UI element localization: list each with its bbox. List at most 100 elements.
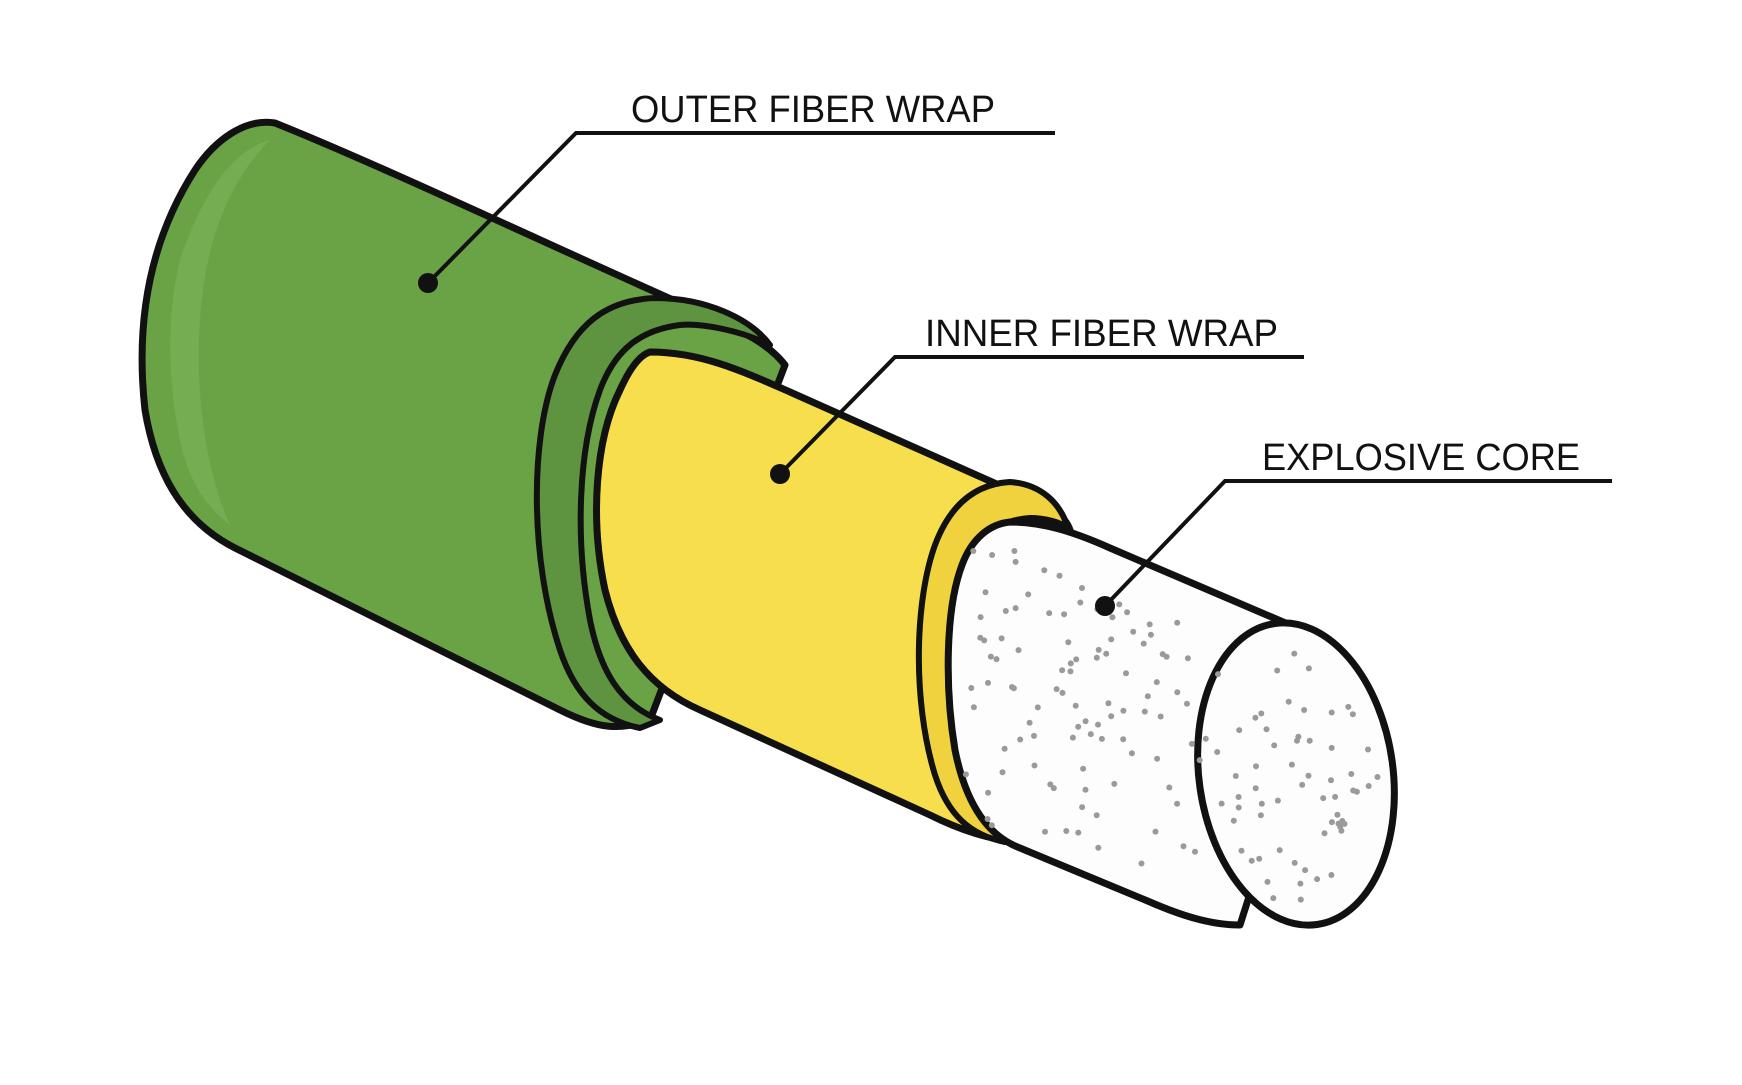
core-speckle (1087, 731, 1094, 738)
core-speckle (1120, 707, 1127, 714)
outer-fiber-wrap-highlight (170, 140, 270, 525)
core-speckle (1056, 572, 1063, 579)
core-speckle (987, 653, 994, 660)
core-speckle (1345, 703, 1352, 710)
core-speckle (1274, 797, 1281, 804)
core-speckle (1274, 667, 1281, 674)
core-speckle (1305, 772, 1312, 779)
core-speckle (1348, 771, 1355, 777)
core-speckle (1232, 773, 1239, 779)
core-speckle (1196, 757, 1203, 764)
core-speckle (985, 679, 991, 686)
explosive-core-label: EXPLOSIVE CORE (1262, 437, 1580, 479)
core-speckle (1075, 829, 1082, 836)
core-speckle (1321, 830, 1328, 837)
core-speckle (1235, 794, 1242, 800)
core-speckle (989, 552, 996, 558)
core-speckle (1095, 721, 1101, 728)
core-speckle (1046, 610, 1053, 617)
core-speckle (1103, 650, 1110, 657)
core-speckle (1218, 800, 1225, 807)
core-speckle (1093, 812, 1100, 819)
core-speckle (1306, 737, 1313, 744)
label-explosive-core: EXPLOSIVE CORE (1095, 437, 1612, 616)
explosive-core-layer (944, 518, 1398, 929)
core-speckle (1152, 828, 1159, 835)
core-speckle (1080, 765, 1087, 772)
core-speckle (1174, 800, 1181, 807)
core-speckle (1353, 788, 1360, 795)
core-speckle (1214, 749, 1221, 755)
explosive-core-speckles (962, 548, 1381, 903)
core-speckle (977, 634, 984, 641)
core-speckle (1095, 844, 1102, 851)
explosive-core-end-face (1194, 619, 1398, 929)
core-speckle (1334, 811, 1341, 818)
core-speckle (1184, 655, 1191, 662)
core-speckle (998, 635, 1005, 642)
core-speckle (1098, 735, 1105, 742)
core-speckle (1301, 707, 1308, 713)
core-speckle (1235, 804, 1242, 811)
outer-fiber-wrap-leader-line (426, 131, 1055, 285)
core-speckle (1031, 762, 1038, 769)
core-speckle (1154, 755, 1161, 762)
core-speckle (1184, 700, 1190, 707)
core-speckle (1328, 872, 1335, 878)
core-speckle (1258, 710, 1265, 717)
core-speckle (1042, 828, 1048, 835)
core-speckle (962, 771, 969, 778)
core-speckle (1291, 859, 1298, 866)
core-speckle (1079, 585, 1085, 591)
core-speckle (1041, 567, 1048, 574)
core-speckle (1215, 671, 1221, 678)
core-speckle (1031, 732, 1037, 739)
core-speckle (1025, 591, 1032, 598)
core-speckle (1120, 736, 1127, 743)
core-speckle (1174, 689, 1181, 696)
core-speckle (977, 614, 984, 621)
core-speckle (1288, 761, 1295, 768)
core-speckle (1082, 718, 1089, 725)
outer-fiber-wrap-cut-edge (533, 295, 773, 731)
label-inner-fiber-wrap: INNER FIBER WRAP (770, 313, 1304, 484)
core-speckle (1276, 847, 1283, 854)
core-speckle (1011, 548, 1018, 554)
core-speckle (1034, 704, 1041, 711)
core-speckle (1202, 735, 1209, 742)
core-speckle (1128, 750, 1135, 757)
core-speckle (1253, 763, 1259, 770)
core-speckle (1291, 650, 1298, 657)
core-speckle (1093, 654, 1100, 661)
core-speckle (1252, 714, 1259, 721)
core-speckle (1180, 843, 1187, 850)
core-speckle (1061, 611, 1068, 618)
core-speckle (1069, 734, 1076, 741)
core-speckle (1302, 867, 1309, 874)
core-speckle (1328, 819, 1335, 826)
core-speckle (970, 704, 977, 711)
core-speckle (1341, 820, 1348, 827)
core-speckle (985, 789, 992, 796)
inner-fiber-wrap-leader-line (778, 355, 1304, 476)
core-speckle (1082, 786, 1089, 793)
core-speckle (1079, 804, 1086, 811)
core-speckle (1015, 647, 1022, 654)
core-speckle (1299, 781, 1306, 788)
core-speckle (1153, 679, 1160, 686)
core-speckle (1314, 876, 1321, 883)
core-speckle (1077, 599, 1084, 606)
core-speckle (1236, 727, 1243, 734)
core-speckle (1264, 878, 1271, 885)
core-speckle (1270, 895, 1277, 902)
core-speckle (1067, 660, 1074, 667)
core-speckle (1174, 619, 1181, 626)
core-speckle (1238, 847, 1245, 854)
core-speckle (1248, 857, 1255, 864)
core-speckle (1230, 817, 1237, 824)
core-speckle (1073, 656, 1080, 663)
core-speckle (1305, 665, 1312, 672)
core-speckle (1009, 684, 1015, 690)
core-speckle (982, 589, 989, 596)
core-speckle (1002, 608, 1009, 614)
